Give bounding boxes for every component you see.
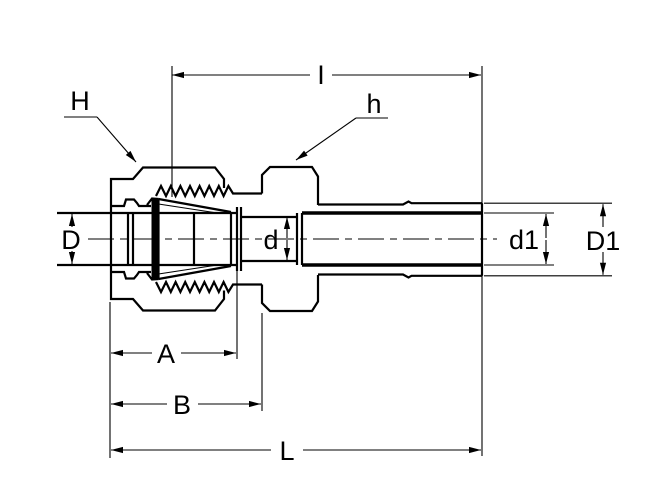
dim-label-H: H [70,86,90,116]
leader-H: H [64,86,137,163]
dim-label-B: B [173,390,191,420]
dim-label-I: I [317,60,325,90]
nut-outline [109,166,226,312]
front-ferrule [157,197,233,281]
body-threads [155,183,262,295]
dimension-B: B [111,313,263,420]
dimension-D: D [61,214,81,264]
dim-label-A: A [157,339,175,369]
dim-label-D: D [61,225,81,255]
dim-label-L: L [279,436,294,466]
dimension-d: d [263,217,291,260]
dimension-I: I [171,60,483,456]
leader-h: h [295,89,388,161]
dimension-L: L [111,436,481,466]
ferrule-seat [235,207,304,271]
dimension-d1: d1 [484,212,554,266]
weld-stub [302,200,484,279]
back-ferrule [146,197,159,281]
dim-label-d1: d1 [509,225,539,255]
dimension-A: A [109,270,238,458]
dim-label-h: h [366,89,381,119]
dim-label-D1: D1 [586,226,621,256]
dimension-D1: D1 [484,202,621,277]
dim-label-d: d [263,225,278,255]
body-hex [260,165,320,313]
tube [57,211,237,267]
